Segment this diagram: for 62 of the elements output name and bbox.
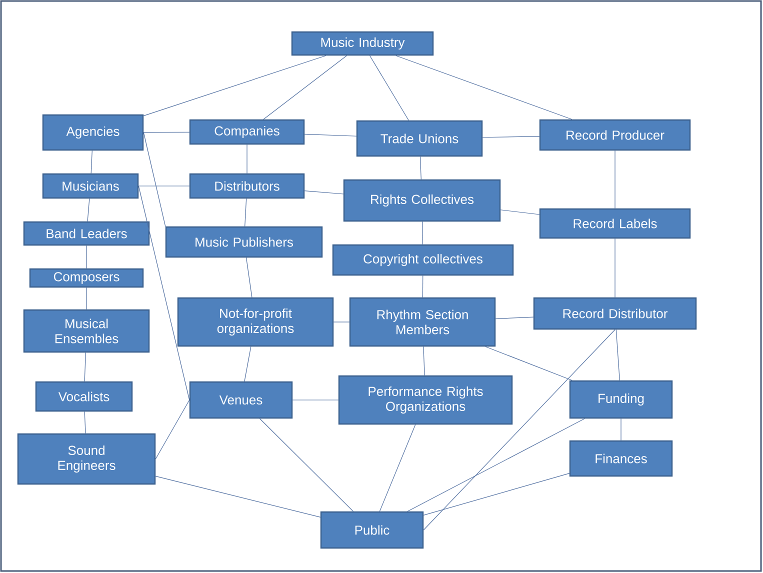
- connector: [90, 150, 92, 174]
- connector: [246, 144, 248, 174]
- connector: [614, 150, 616, 209]
- box: Rhythm Section Members: [349, 297, 496, 347]
- connector: [304, 190, 344, 194]
- box: Music Industry: [291, 31, 434, 56]
- box: Vocalists: [35, 381, 133, 412]
- box: Agencies: [42, 114, 144, 151]
- box: Funding: [569, 380, 673, 419]
- connector: [143, 132, 166, 227]
- box: Trade Unions: [356, 120, 483, 157]
- connector: [495, 316, 534, 320]
- connector: [500, 210, 540, 215]
- box: Musical Ensembles: [23, 309, 150, 353]
- connector: [423, 346, 425, 376]
- connector: [86, 245, 87, 269]
- connector: [259, 418, 354, 512]
- box: Performance Rights Organizations: [338, 375, 513, 425]
- connector: [246, 257, 252, 298]
- connector: [620, 418, 622, 441]
- box: Copyright collectives: [332, 244, 514, 276]
- box: Record Distributor: [533, 297, 697, 330]
- connector: [379, 424, 416, 512]
- connector: [422, 275, 424, 298]
- connector: [87, 198, 90, 222]
- connector: [155, 476, 321, 518]
- box: Record Producer: [539, 119, 691, 151]
- box: Musicians: [42, 173, 139, 199]
- box: Rights Collectives: [343, 179, 501, 222]
- connector: [407, 418, 585, 512]
- connector: [143, 55, 326, 116]
- connector: [396, 55, 572, 120]
- connector: [84, 352, 86, 382]
- connector: [138, 186, 190, 400]
- connector: [369, 55, 409, 121]
- connector: [84, 411, 86, 434]
- box: Not-for-profit organizations: [177, 297, 334, 347]
- connector: [616, 329, 620, 381]
- connector: [485, 346, 572, 381]
- connector: [263, 55, 348, 120]
- box: Composers: [29, 268, 144, 288]
- connector: [423, 472, 570, 516]
- box: Sound Engineers: [17, 433, 156, 485]
- box: Band Leaders: [23, 221, 150, 246]
- box: Companies: [189, 119, 305, 145]
- connector: [244, 198, 247, 227]
- connector: [304, 134, 357, 136]
- connector: [155, 400, 190, 460]
- box: Finances: [569, 440, 673, 477]
- box: Public: [320, 511, 424, 549]
- connector: [422, 221, 424, 245]
- connector: [420, 156, 422, 180]
- connector: [244, 346, 252, 382]
- box: Venues: [189, 381, 293, 419]
- box: Distributors: [189, 173, 305, 199]
- box: Music Publishers: [165, 226, 323, 258]
- connector: [86, 287, 87, 310]
- box: Record Labels: [539, 208, 691, 239]
- connector: [143, 132, 190, 133]
- connector: [482, 136, 540, 138]
- connector: [614, 238, 616, 298]
- connector: [423, 329, 616, 530]
